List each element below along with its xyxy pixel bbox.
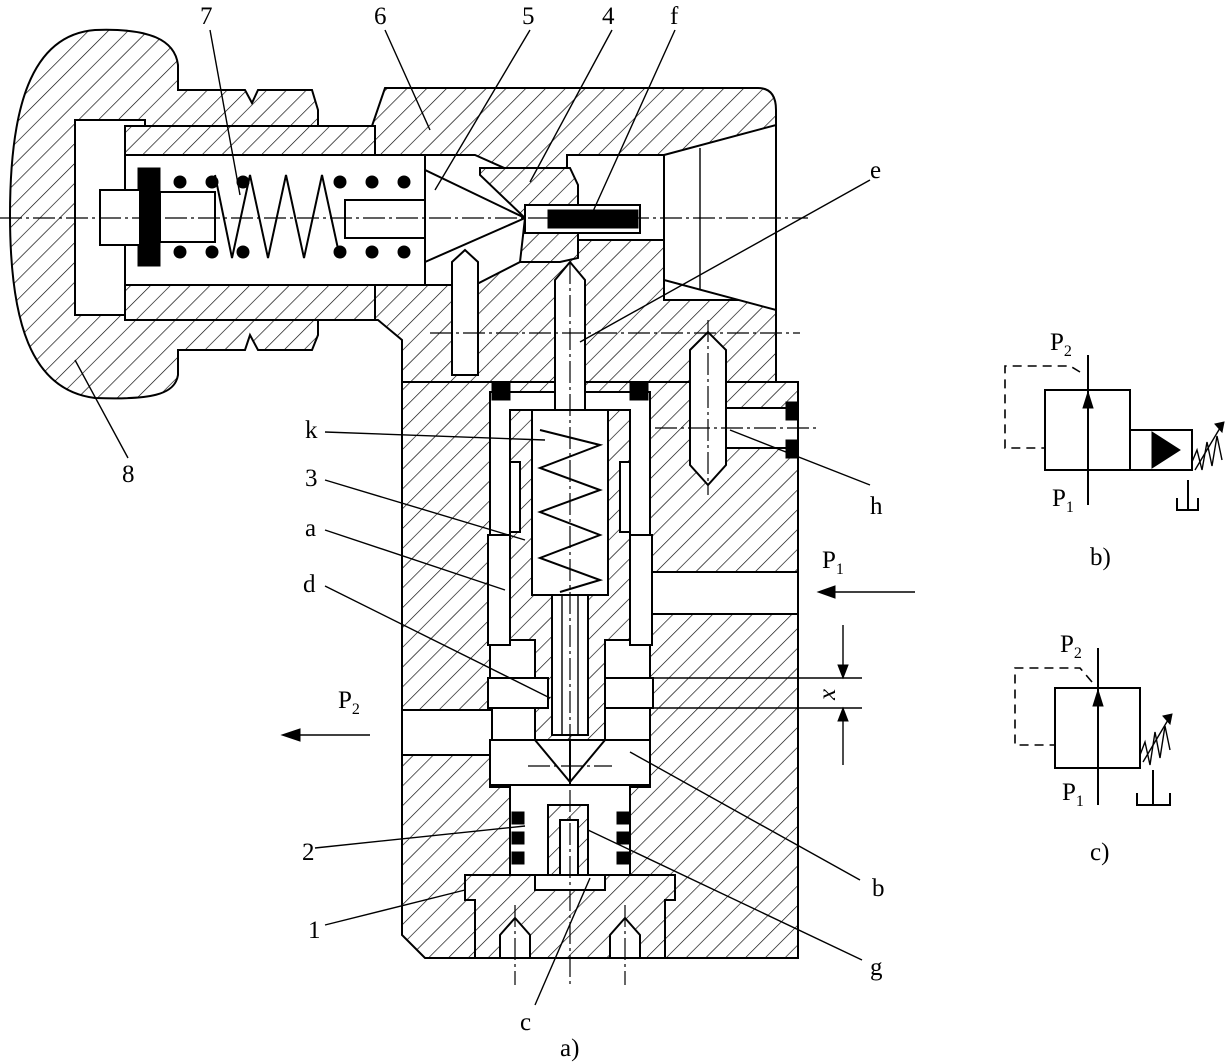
groove-outlet-left — [487, 677, 549, 709]
pilot-spring — [214, 174, 341, 259]
groove-a — [487, 534, 511, 646]
caption-a: a) — [560, 1035, 579, 1062]
symbol-c-port-bottom: P1 — [1062, 779, 1084, 810]
label-g: g — [870, 954, 883, 981]
port-label-p2: P2 — [338, 687, 360, 718]
label-4: 4 — [602, 3, 615, 30]
label-3: 3 — [305, 465, 318, 492]
label-f: f — [670, 3, 679, 30]
symbol-c: P2 P1 c) — [1014, 631, 1173, 866]
symbol-c-port-top: P2 — [1060, 631, 1082, 662]
sectional-view: 7 6 5 4 f e 8 k 3 a d h x b 2 1 g c P1 P… — [0, 3, 915, 1062]
callout-labels: 7 6 5 4 f e 8 k 3 a d h x b 2 1 g c — [122, 3, 885, 1036]
label-h: h — [870, 493, 883, 520]
label-d: d — [303, 571, 316, 598]
spring-seat — [137, 167, 161, 267]
arrow-p1 — [816, 585, 915, 599]
plug-seals-2 — [511, 811, 630, 865]
pilot-spring-coils — [173, 175, 411, 259]
symbol-b-port-bottom: P1 — [1052, 485, 1074, 516]
label-2: 2 — [302, 839, 315, 866]
label-7: 7 — [200, 3, 213, 30]
label-x: x — [814, 689, 841, 701]
pilot-sleeve-bottom — [124, 284, 376, 321]
caption-b: b) — [1090, 544, 1111, 571]
main-spring — [537, 429, 604, 593]
dimension-x — [653, 625, 862, 765]
leader-lines — [74, 29, 871, 1006]
caption-c: c) — [1090, 839, 1109, 866]
groove-inlet — [629, 534, 653, 646]
pilot-cone — [424, 168, 528, 264]
spool-seals — [491, 381, 649, 533]
label-8: 8 — [122, 461, 135, 488]
pilot-sleeve-top — [124, 125, 376, 156]
arrow-p2 — [280, 728, 370, 742]
left-drilling — [451, 248, 479, 376]
label-5: 5 — [522, 3, 535, 30]
plug-stem-hole — [559, 819, 579, 876]
label-c: c — [520, 1009, 531, 1036]
outlet-passage-p2 — [401, 709, 493, 756]
port-label-p1: P1 — [822, 547, 844, 578]
label-a: a — [305, 515, 316, 542]
label-e: e — [870, 157, 881, 184]
label-k: k — [305, 417, 318, 444]
symbol-b: P2 P1 b) — [1004, 329, 1225, 571]
label-6: 6 — [374, 3, 387, 30]
cone-stem — [344, 199, 426, 239]
symbol-b-port-top: P2 — [1050, 329, 1072, 360]
adjusting-screw-shank — [159, 191, 216, 243]
groove-outlet-right — [604, 677, 654, 709]
label-1: 1 — [308, 917, 321, 944]
inlet-passage-p1 — [649, 571, 799, 615]
label-b: b — [872, 875, 885, 902]
